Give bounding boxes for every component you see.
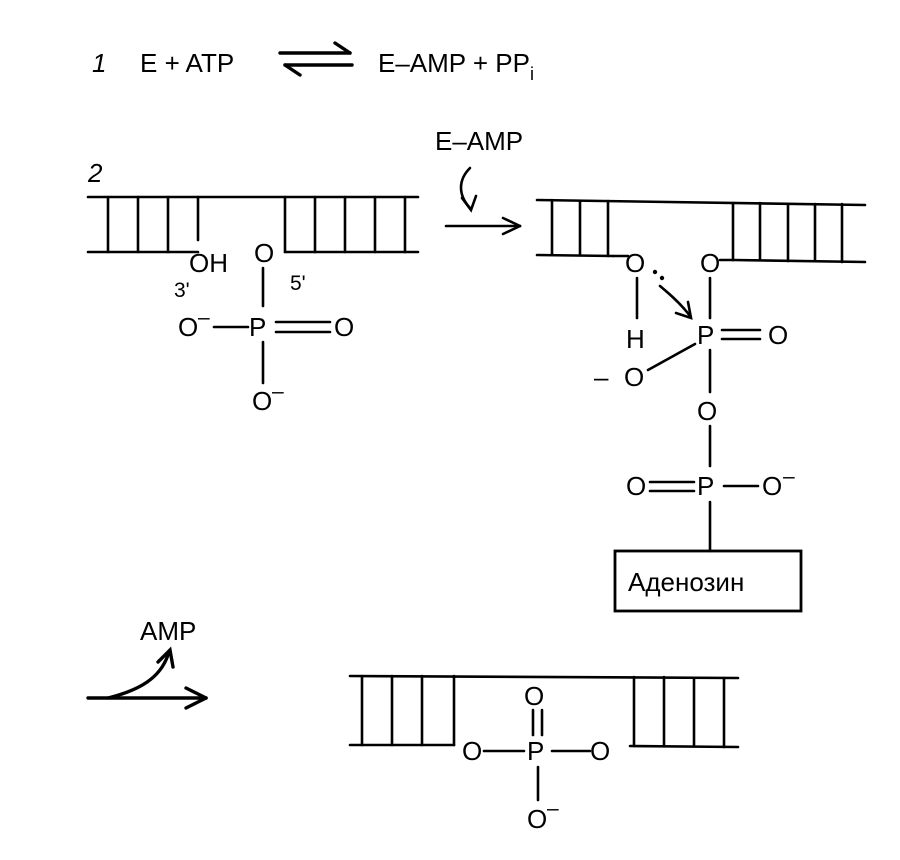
step-2-number: 2 xyxy=(87,158,103,188)
nicked-dna-right xyxy=(535,198,867,264)
hydroxyl-label: OH xyxy=(189,248,228,278)
step-1-number: 1 xyxy=(92,48,106,78)
phosphate-right-o: O xyxy=(334,312,354,342)
phosphate-right-o: O xyxy=(768,320,788,350)
step-1-reactants: E + ATP xyxy=(140,48,234,78)
diester-p: P xyxy=(527,736,544,766)
five-prime-label: 5' xyxy=(290,272,306,295)
amp-release: AMP xyxy=(86,616,208,710)
phosphate-left-o: O xyxy=(178,312,198,342)
e-amp-label: E–AMP xyxy=(435,126,523,156)
phosphate-top-o: O xyxy=(254,238,274,268)
phosphate-left-charge: – xyxy=(198,306,210,329)
diester-bottom-o: O xyxy=(527,804,547,834)
three-prime-label: 3' xyxy=(174,279,190,302)
diester-bottom-charge: – xyxy=(547,797,559,820)
nicked-dna-left xyxy=(86,195,420,254)
amp-phosphate-left-o: O xyxy=(626,471,646,501)
hydroxyl-h: H xyxy=(626,324,645,354)
equilibrium-arrows-icon xyxy=(278,41,354,77)
diester-right-o: O xyxy=(590,736,610,766)
sealed-dna: O P O O O – xyxy=(348,674,740,834)
phosphate-p: P xyxy=(249,312,266,342)
ester-bond-dash: – xyxy=(594,362,609,392)
phosphate-top-o: O xyxy=(700,248,720,278)
free-ends-left: OH 3' 5' O P O – O O – xyxy=(174,238,354,416)
phosphate-bottom-charge: – xyxy=(272,380,284,403)
adenylated-intermediate: O H O P O – O O P O O – Аденозин xyxy=(594,248,803,613)
amp-phosphate-p: P xyxy=(697,471,714,501)
step-1-products-subscript: i xyxy=(530,64,534,84)
diester-top-o: O xyxy=(524,681,544,711)
phosphate-left-o: O xyxy=(624,362,644,392)
adenosine-label: Аденозин xyxy=(628,567,744,597)
phosphate-p: P xyxy=(697,320,714,350)
hydroxyl-o: O xyxy=(625,248,645,278)
step-1-products-main: E–AMP + PP xyxy=(378,48,530,78)
phosphate-bottom-o: O xyxy=(252,386,272,416)
adenosine-box xyxy=(613,549,803,613)
amp-phosphate-charge: – xyxy=(783,465,795,488)
e-amp-addition: E–AMP xyxy=(435,126,523,236)
amp-phosphate-right-o: O xyxy=(762,471,782,501)
lone-pair-icon xyxy=(652,269,658,275)
amp-label: AMP xyxy=(140,616,196,646)
diester-left-o: O xyxy=(462,736,482,766)
step-1-products: E–AMP + PPi xyxy=(378,48,534,84)
bridge-o: O xyxy=(697,396,717,426)
step-1-equation: 1 E + ATP E–AMP + PPi xyxy=(92,41,534,84)
